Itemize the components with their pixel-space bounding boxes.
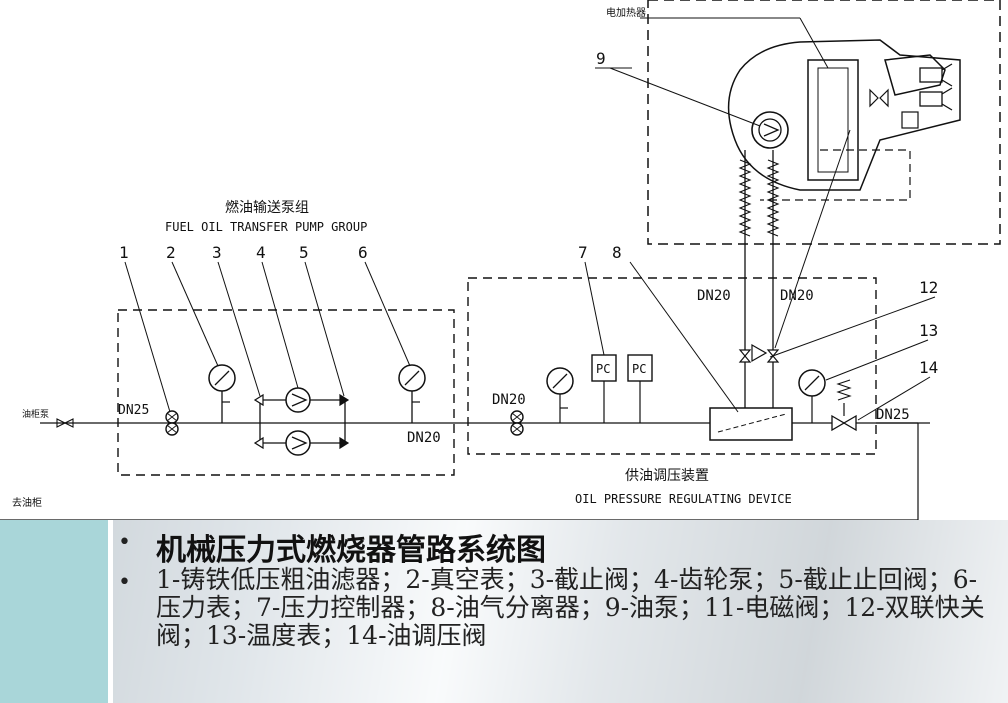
slide-title: 机械压力式燃烧器管路系统图 bbox=[156, 533, 546, 568]
pump-group-en: FUEL OIL TRANSFER PUMP GROUP bbox=[165, 220, 367, 234]
pump-group-box bbox=[117, 309, 455, 476]
heater-label: 电加热器 bbox=[606, 6, 646, 19]
pc-label-1: PC bbox=[596, 362, 610, 376]
dn20-right: DN20 bbox=[492, 392, 526, 408]
label-9: 9 bbox=[596, 49, 606, 68]
bullet-1: • bbox=[118, 530, 131, 555]
label-8: 8 bbox=[612, 243, 622, 262]
label-3: 3 bbox=[212, 243, 222, 262]
teal-side-bar bbox=[0, 520, 108, 703]
filter-1 bbox=[165, 410, 179, 436]
oil-pump-label: 油柜泵 bbox=[22, 408, 49, 420]
heater-element bbox=[807, 59, 859, 181]
dn20-up-left: DN20 bbox=[697, 288, 731, 304]
caption-panel bbox=[113, 520, 1008, 703]
legend-text: 1-铸铁低压粗油滤器；2-真空表；3-截止阀；4-齿轮泵；5-截止止回阀；6-压… bbox=[156, 565, 985, 650]
filter-2 bbox=[510, 410, 524, 436]
oil-gas-separator-8 bbox=[709, 407, 793, 441]
dual-quick-valve-12 bbox=[751, 343, 768, 363]
pc-label-2: PC bbox=[632, 362, 646, 376]
label-12: 12 bbox=[919, 278, 938, 297]
oil-return-label: 去油柜 bbox=[12, 496, 42, 509]
label-14: 14 bbox=[919, 358, 938, 377]
label-6: 6 bbox=[358, 243, 368, 262]
dn25-left: DN25 bbox=[118, 403, 149, 418]
label-2: 2 bbox=[166, 243, 176, 262]
bullet-2: • bbox=[118, 570, 131, 595]
dn20-up-right: DN20 bbox=[780, 288, 814, 304]
pump-group-cn: 燃油输送泵组 bbox=[225, 199, 309, 216]
device-cn: 供油调压装置 bbox=[625, 468, 709, 484]
regulating-device-box bbox=[467, 277, 877, 455]
burner-housing bbox=[727, 39, 961, 191]
oil-pump-9 bbox=[751, 111, 789, 149]
label-7: 7 bbox=[578, 243, 588, 262]
label-5: 5 bbox=[299, 243, 309, 262]
label-4: 4 bbox=[256, 243, 266, 262]
label-1: 1 bbox=[119, 243, 129, 262]
stop-valve-3 bbox=[253, 393, 264, 450]
dn20-mid: DN20 bbox=[407, 430, 441, 446]
label-13: 13 bbox=[919, 321, 938, 340]
device-en: OIL PRESSURE REGULATING DEVICE bbox=[575, 492, 792, 506]
dn25-right: DN25 bbox=[876, 407, 910, 423]
burner-box bbox=[647, 0, 1001, 245]
check-valve-5 bbox=[339, 393, 350, 450]
side-divider bbox=[108, 520, 113, 703]
regulating-valve-14 bbox=[831, 414, 857, 432]
pressure-controller-box-2 bbox=[627, 354, 653, 382]
